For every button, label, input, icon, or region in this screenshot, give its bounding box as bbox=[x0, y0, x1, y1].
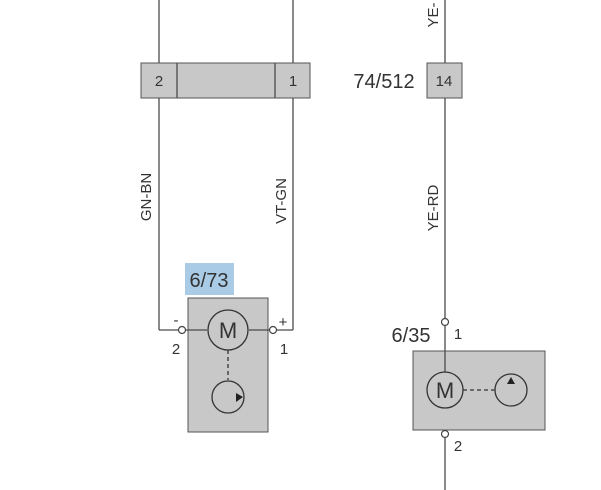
wire-label-gn-bn: GN-BN bbox=[138, 173, 155, 221]
pump-arrow-left-icon bbox=[236, 393, 243, 402]
pump-symbol-left bbox=[211, 380, 245, 414]
connector-74-512-pin-14: 14 bbox=[436, 73, 453, 90]
component-6-73-sign-pos: + bbox=[279, 314, 288, 331]
component-6-35-num-2: 2 bbox=[454, 438, 462, 455]
wire-label-ye-rd: YE-RD bbox=[425, 184, 442, 231]
component-6-73-terminal-pos bbox=[268, 325, 278, 335]
component-6-73-num-neg: 2 bbox=[172, 341, 180, 358]
component-6-73-sign-neg: - bbox=[174, 312, 179, 329]
pump-arrow-right-icon bbox=[507, 377, 515, 384]
component-6-35-terminal-2 bbox=[440, 429, 450, 439]
component-6-73-num-pos: 1 bbox=[280, 341, 288, 358]
component-6-73-label: 6/73 bbox=[190, 270, 229, 292]
motor-symbol-right-letter: M bbox=[436, 378, 454, 403]
connector-74-512: 74/512 14 bbox=[353, 62, 463, 99]
component-6-73: 6/73 - + 2 1 M bbox=[172, 263, 288, 433]
connector-left-pin-2: 2 bbox=[155, 73, 163, 90]
motor-symbol-left-letter: M bbox=[219, 318, 237, 343]
pump-symbol-right bbox=[494, 373, 528, 407]
connector-left-body bbox=[140, 62, 311, 99]
wire-label-ye-top: YE- bbox=[425, 2, 442, 27]
connector-74-512-label: 74/512 bbox=[353, 71, 414, 93]
component-6-73-label-highlight bbox=[185, 263, 234, 295]
component-6-35-terminal-1 bbox=[440, 317, 450, 327]
component-6-35-label: 6/35 bbox=[392, 325, 431, 347]
connector-left: 2 1 bbox=[140, 62, 311, 99]
component-6-35: 6/35 1 M 2 bbox=[392, 317, 546, 490]
component-6-35-num-1: 1 bbox=[454, 326, 462, 343]
component-6-73-terminal-neg bbox=[177, 325, 187, 335]
connector-left-pin-1: 1 bbox=[289, 73, 297, 90]
wire-label-vt-gn: VT-GN bbox=[273, 178, 290, 224]
